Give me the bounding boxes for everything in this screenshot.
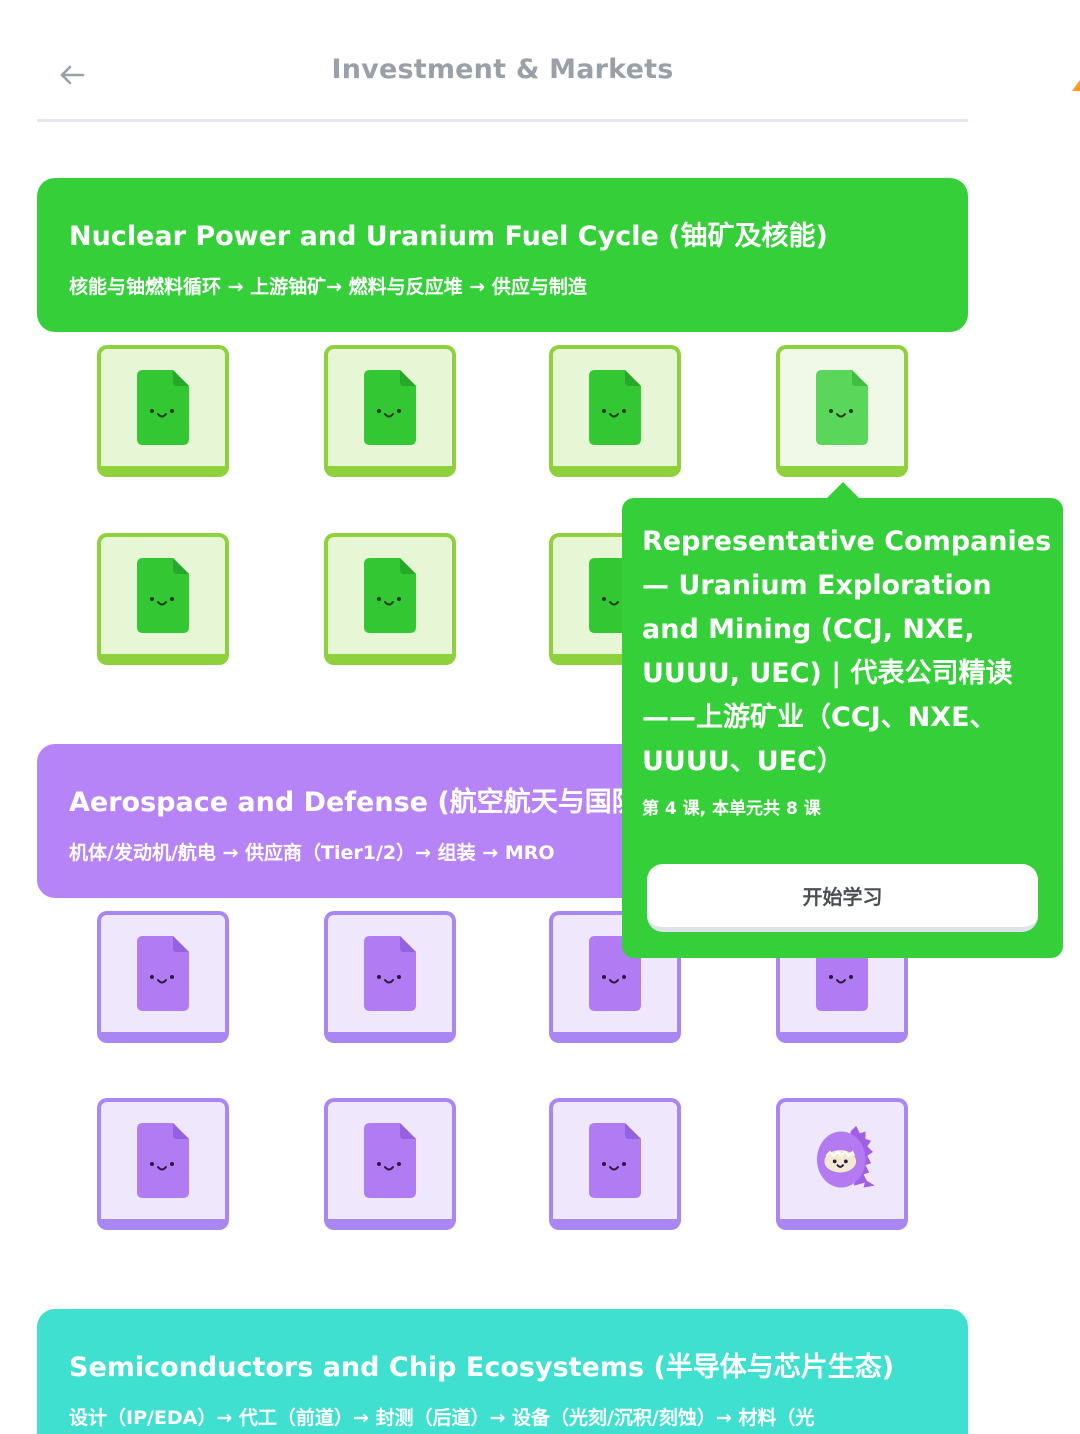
smiling-document-icon [364, 370, 416, 445]
smiling-document-icon [364, 1123, 416, 1198]
unit-path: 设计（IP/EDA）→ 代工（前道）→ 封测（后道）→ 设备（光刻/沉积/刻蚀）… [69, 1407, 815, 1429]
lesson-tile-10[interactable] [324, 911, 456, 1043]
lesson-title: Representative Companies— Uranium Explor… [642, 526, 1052, 777]
unit-title: Aerospace and Defense (航空航天与国防) [69, 787, 652, 818]
smiling-document-icon [364, 558, 416, 633]
header: Investment & Markets [37, 30, 968, 122]
unit-title: Semiconductors and Chip Ecosystems (半导体与… [69, 1352, 895, 1383]
unit-header-nuclear[interactable]: Nuclear Power and Uranium Fuel Cycle (铀矿… [37, 178, 968, 332]
unit-path: 机体/发动机/航电 → 供应商（Tier1/2）→ 组装 → MRO [69, 842, 555, 864]
unit-header-semiconductors[interactable]: Semiconductors and Chip Ecosystems (半导体与… [37, 1309, 968, 1434]
lesson-tile-13[interactable] [97, 1098, 229, 1230]
start-learning-button[interactable]: 开始学习 [647, 864, 1038, 932]
smiling-document-icon [589, 370, 641, 445]
lesson-tile-4-selected[interactable] [776, 345, 908, 477]
edge-indicator [1072, 80, 1080, 91]
smiling-document-icon [137, 936, 189, 1011]
lesson-popup: Representative Companies— Uranium Explor… [622, 482, 1063, 958]
smiling-document-icon [589, 1123, 641, 1198]
lesson-tile-3[interactable] [549, 345, 681, 477]
lesson-tile-6[interactable] [324, 533, 456, 665]
lesson-tile-16-final[interactable] [776, 1098, 908, 1230]
unit-path: 核能与铀燃料循环 → 上游铀矿→ 燃料与反应堆 → 供应与制造 [69, 276, 587, 298]
smiling-document-icon [137, 1123, 189, 1198]
lesson-tile-15[interactable] [549, 1098, 681, 1230]
arrow-left-icon[interactable] [55, 58, 89, 92]
lesson-tile-9[interactable] [97, 911, 229, 1043]
lesson-progress: 第 4 课, 本单元共 8 课 [642, 799, 821, 819]
smiling-document-icon [364, 936, 416, 1011]
dinosaur-mascot-icon [816, 1125, 875, 1188]
page-title: Investment & Markets [331, 54, 674, 85]
lesson-tile-14[interactable] [324, 1098, 456, 1230]
unit-title: Nuclear Power and Uranium Fuel Cycle (铀矿… [69, 221, 828, 252]
lesson-tile-2[interactable] [324, 345, 456, 477]
lesson-tile-5[interactable] [97, 533, 229, 665]
smiling-document-icon [137, 558, 189, 633]
lesson-tile-1[interactable] [97, 345, 229, 477]
smiling-document-icon [137, 370, 189, 445]
smiling-document-icon [816, 370, 868, 445]
